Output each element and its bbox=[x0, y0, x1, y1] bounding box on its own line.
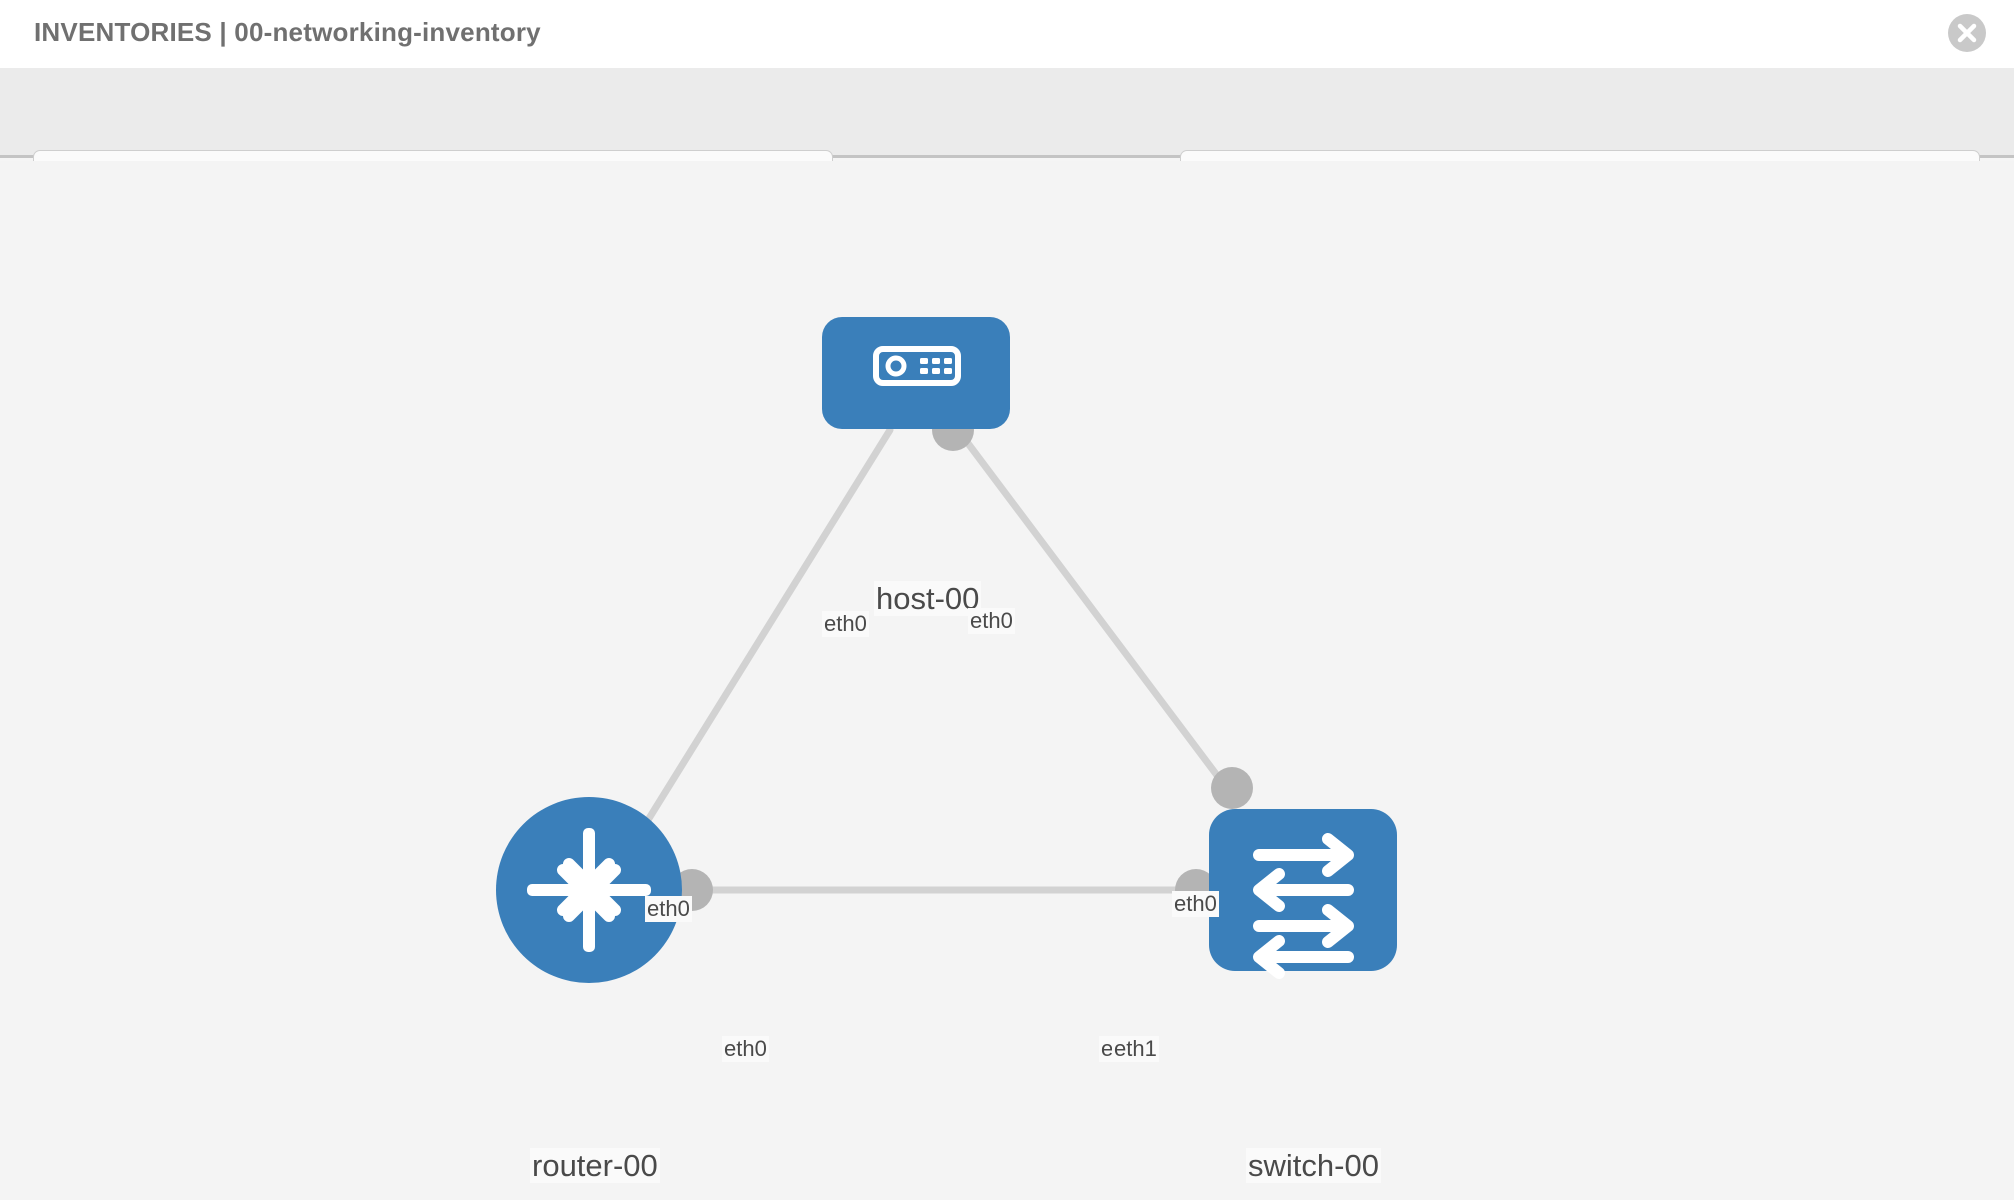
port-label-host00-left: eth0 bbox=[822, 611, 869, 637]
page-title: INVENTORIES | 00-networking-inventory bbox=[34, 17, 541, 47]
port-label-router00-uplink: eth0 bbox=[645, 896, 692, 922]
node-label-router-00: router-00 bbox=[530, 1148, 660, 1183]
link-group bbox=[644, 426, 1232, 894]
port-group bbox=[671, 409, 1253, 911]
node-router-00[interactable] bbox=[496, 797, 682, 983]
port-switch00-eth0 bbox=[1211, 767, 1253, 809]
link-host00-switch00 bbox=[954, 426, 1232, 794]
bidirectional-arrows-icon bbox=[1253, 833, 1354, 979]
port-label-switch00-uplink: eth0 bbox=[1172, 891, 1219, 917]
node-host-00[interactable] bbox=[822, 317, 1010, 429]
link-host00-router00 bbox=[644, 426, 894, 824]
topology-graph bbox=[496, 317, 1397, 983]
close-icon[interactable] bbox=[1948, 14, 1986, 52]
topology-canvas[interactable]: host-00 router-00 switch-00 eth0 eth0 et… bbox=[0, 161, 2014, 1200]
port-label-router00-eth0: eth0 bbox=[722, 1036, 769, 1062]
node-label-host-00: host-00 bbox=[874, 581, 982, 616]
port-label-switch00-eth1: eth1 bbox=[1112, 1036, 1159, 1062]
port-label-host00-right: eth0 bbox=[968, 608, 1015, 634]
node-label-switch-00: switch-00 bbox=[1246, 1148, 1381, 1183]
four-arrows-inward-icon bbox=[527, 828, 651, 952]
node-switch-00[interactable] bbox=[1209, 809, 1397, 979]
inventory-toolbar: ACTIONS SEARCH bbox=[0, 68, 2014, 202]
server-appliance-icon bbox=[873, 346, 961, 386]
window-titlebar: INVENTORIES | 00-networking-inventory bbox=[0, 0, 2014, 68]
